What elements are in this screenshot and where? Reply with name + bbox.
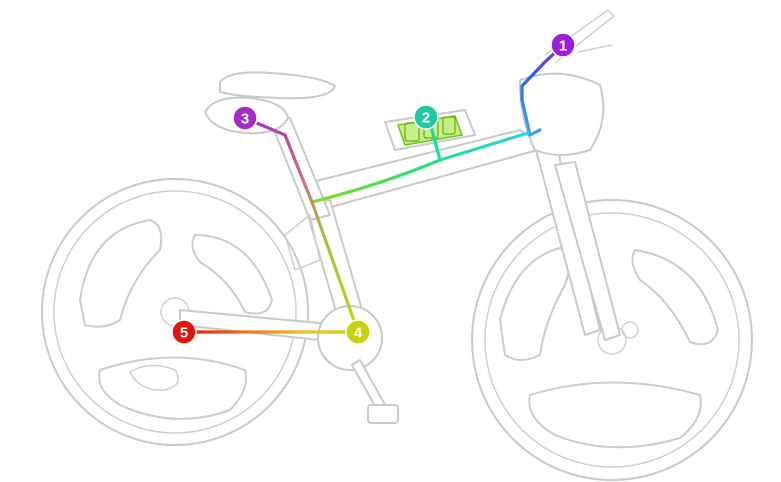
marker-circle [232,105,258,131]
marker-label: 1 [559,38,567,55]
marker-circle [550,32,576,58]
battery-pack [396,115,464,146]
marker-circle [345,319,371,345]
marker-circle [171,319,197,345]
wire-route-frame [310,131,530,204]
bike-frame [129,9,621,424]
wiring-routes [182,43,565,334]
wire-route-3 [243,116,360,334]
marker-3: 3 [232,105,258,131]
marker-label: 5 [180,325,188,342]
marker-label: 3 [241,111,249,128]
marker-1: 1 [550,32,576,58]
front-wheel [471,199,753,481]
marker-4: 4 [345,319,371,345]
marker-label: 2 [422,110,430,127]
marker-circle [413,104,439,130]
rear-wheel [41,178,309,446]
marker-2: 2 [413,104,439,130]
marker-label: 4 [354,325,363,342]
marker-5: 5 [171,319,197,345]
wire-route-1 [520,43,565,137]
